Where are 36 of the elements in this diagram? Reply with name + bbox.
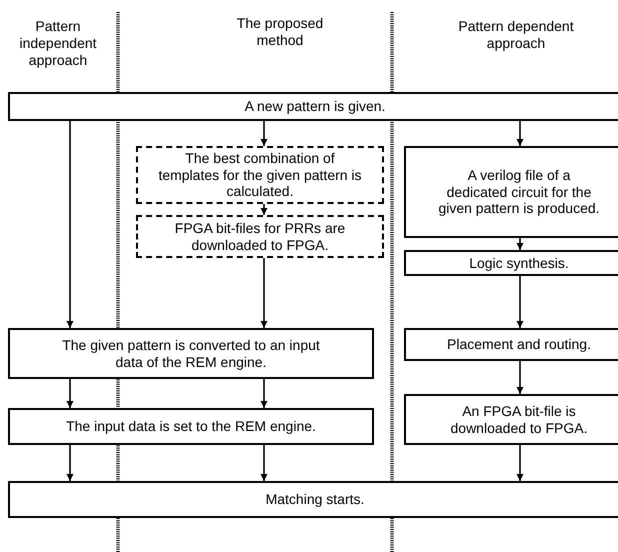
process-box: [136, 215, 384, 258]
step-text: A verilog file of a dedicated circuit for the given pattern is produced.: [437, 166, 601, 218]
step-text: Placement and routing.: [446, 336, 592, 353]
step-text: Matching starts.: [264, 491, 366, 508]
process-box: [8, 408, 374, 445]
process-box: [8, 92, 618, 121]
arrow: [516, 361, 524, 394]
arrow: [66, 445, 74, 481]
step-text: Logic synthesis.: [468, 254, 570, 272]
arrow: [516, 445, 524, 481]
step-text: An FPGA bit-file is downloaded to FPGA.: [450, 402, 588, 436]
process-box: [404, 394, 618, 445]
step-text: A new pattern is given.: [244, 98, 386, 115]
step-text: The best combination of templates for the given pattern is calculated.: [157, 150, 363, 200]
step-text: The input data is set to the REM engine.: [65, 418, 317, 435]
process-box: [8, 481, 618, 518]
process-box: [8, 328, 374, 379]
column-heading: Pattern independent approach: [18, 18, 98, 68]
process-box: [404, 146, 618, 238]
arrow: [260, 204, 268, 215]
step-text: FPGA bit-files for PRRs are downloaded to FPGA.: [174, 220, 346, 254]
column-heading: The proposed method: [236, 15, 324, 49]
arrow: [260, 379, 268, 408]
arrow: [516, 121, 524, 146]
step-text: The given pattern is converted to an input data of the REM engine.: [61, 336, 321, 370]
arrow: [260, 258, 268, 328]
process-box: [136, 146, 384, 204]
arrow: [516, 276, 524, 328]
arrow: [66, 121, 74, 328]
arrow: [260, 121, 268, 146]
process-box: [404, 250, 618, 276]
arrow: [516, 238, 524, 250]
column-heading: Pattern dependent approach: [457, 18, 575, 52]
arrow: [260, 445, 268, 481]
arrow: [66, 379, 74, 408]
process-box: [404, 328, 618, 361]
